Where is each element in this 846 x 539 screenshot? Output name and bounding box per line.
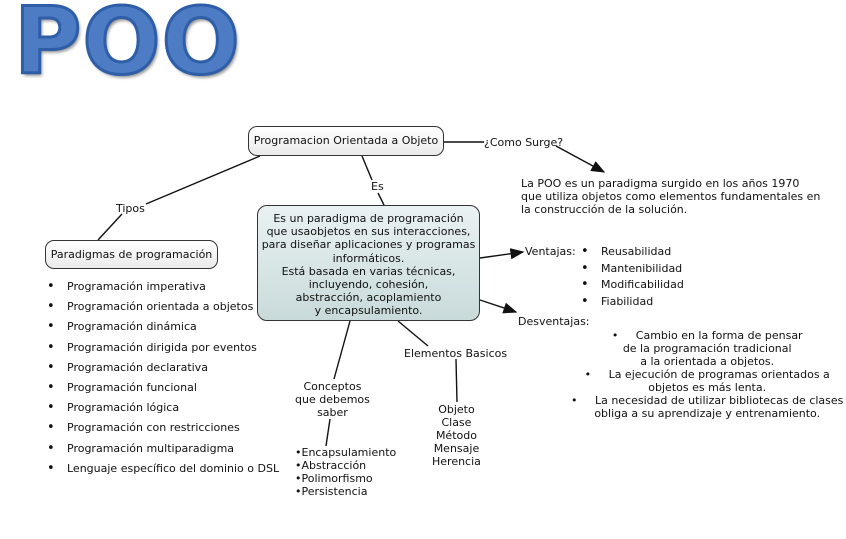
line-central-ventajas xyxy=(479,248,525,260)
conceptos-list: •Encapsulamiento •Abstracción •Polimorfi… xyxy=(295,446,397,498)
list-item: Programación orientada a objetos xyxy=(46,299,279,320)
line-main-es xyxy=(361,155,373,181)
list-item: Programación con restricciones xyxy=(46,420,279,441)
list-item: Programación declarativa xyxy=(46,360,279,381)
page-title: POO xyxy=(13,0,242,95)
label-elementos-basicos: Elementos Basicos xyxy=(404,347,508,360)
ventajas-list: Reusabilidad Mantenibilidad Modificabili… xyxy=(580,244,684,312)
line-surge-arrow xyxy=(555,145,606,173)
label-como-surge: ¿Como Surge? xyxy=(484,136,564,149)
line-central-conceptos xyxy=(333,320,351,380)
label-tipos: Tipos xyxy=(116,202,145,215)
list-item: Programación multiparadigma xyxy=(46,440,279,462)
label-es: Es xyxy=(371,180,384,193)
desventajas-text: • Cambio en la forma de pensar de la pro… xyxy=(571,329,844,420)
line-conceptos-list xyxy=(325,418,331,447)
elementos-basicos-list: Objeto Clase Método Mensaje Herencia xyxy=(432,403,481,468)
list-item: Modificabilidad xyxy=(580,277,684,295)
list-item: Programación lógica xyxy=(46,400,279,421)
como-surge-text: La POO es un paradigma surgido en los añ… xyxy=(521,177,821,216)
list-item: Programación funcional xyxy=(46,380,279,401)
node-definicion: Es un paradigma de programación que usao… xyxy=(257,205,480,321)
line-tipos-paradigmas xyxy=(97,213,123,241)
label-conceptos: Conceptos que debemos saber xyxy=(295,380,370,419)
line-main-tipos xyxy=(145,155,261,205)
line-central-elementos xyxy=(397,320,429,347)
node-paradigmas-programacion: Paradigmas de programación xyxy=(45,240,218,269)
tipos-list: Programación imperativa Programación ori… xyxy=(46,279,279,482)
list-item: Lenguaje específico del dominio o DSL xyxy=(46,461,279,482)
list-item: Fiabilidad xyxy=(580,294,684,312)
node-programacion-orientada-objeto: Programacion Orientada a Objeto xyxy=(248,126,444,156)
list-item: Programación imperativa xyxy=(46,279,279,300)
label-ventajas: Ventajas: xyxy=(525,245,576,258)
line-central-desventajas xyxy=(479,299,518,314)
label-desventajas: Desventajas: xyxy=(518,315,590,328)
line-elementos-list xyxy=(455,358,458,403)
list-item: Programación dinámica xyxy=(46,319,279,340)
line-es-central xyxy=(377,192,385,206)
list-item: Programación dirigida por eventos xyxy=(46,340,279,361)
list-item: Mantenibilidad xyxy=(580,261,684,279)
list-item: Reusabilidad xyxy=(580,244,684,262)
